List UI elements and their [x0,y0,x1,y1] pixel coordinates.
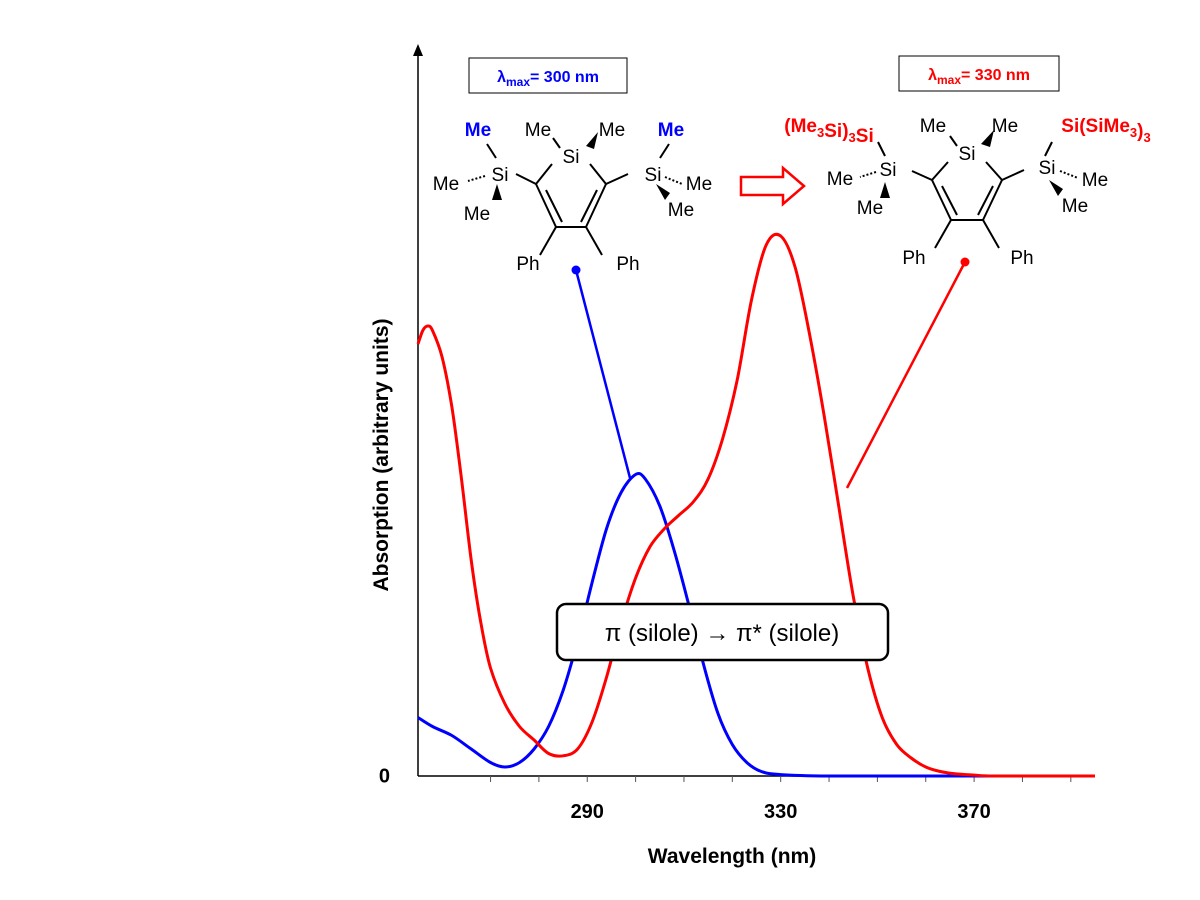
lambda-box-red: λmax= 330 nm [898,55,1060,92]
svg-text:Me: Me [464,204,490,225]
blue-leader [571,265,632,479]
svg-text:Me: Me [599,120,625,141]
svg-text:Ph: Ph [1010,248,1033,269]
svg-text:Si(SiMe3)3: Si(SiMe3)3 [1061,116,1150,145]
svg-text:Me: Me [686,174,712,195]
svg-text:Me: Me [465,120,491,141]
y-tick-label-zero: 0 [379,765,390,787]
svg-text:Me: Me [1082,170,1108,191]
svg-text:Me: Me [433,174,459,195]
svg-text:Me: Me [658,120,684,141]
svg-text:Ph: Ph [516,254,539,275]
svg-text:Me: Me [525,120,551,141]
series-layer [416,232,1096,778]
red-leader [845,257,970,489]
red-molecule-labels: Si Me Me Si Si (Me3Si)3Si Si(SiMe3)3 Me … [784,116,1150,269]
transition-arrow [739,165,806,207]
svg-text:Si: Si [492,165,509,186]
series-line-blue [417,472,1095,778]
transition-annotation: π (silole) → π* (silole) [555,602,890,662]
svg-text:Si: Si [1039,158,1056,179]
x-axis-label: Wavelength (nm) [648,845,816,868]
x-tick-label: 370 [957,801,990,823]
blue-molecule-labels: Si Me Me Si Si Me Me Me Me Me Me Ph Ph [433,120,712,275]
svg-text:λmax= 300 nm: λmax= 300 nm [497,69,599,89]
svg-text:Me: Me [668,200,694,221]
x-axis-tick-labels: 290 330 370 [571,801,991,823]
blue-molecule-structure [467,132,683,256]
svg-text:Me: Me [857,198,883,219]
svg-text:Si: Si [880,160,897,181]
svg-text:Si: Si [645,165,662,186]
svg-text:Si: Si [959,144,976,165]
svg-text:λmax= 330 nm: λmax= 330 nm [928,67,1030,87]
red-molecule-structure [859,130,1079,249]
x-tick-label: 290 [571,801,604,823]
svg-text:Ph: Ph [616,254,639,275]
svg-text:π (silole) → π* (silole): π (silole) → π* (silole) [605,620,839,647]
series-line-red [416,232,1096,778]
svg-text:Me: Me [992,116,1018,137]
svg-text:Me: Me [1062,196,1088,217]
svg-text:Ph: Ph [902,248,925,269]
svg-text:Si: Si [563,147,580,168]
y-axis-arrowhead [413,44,423,56]
svg-text:(Me3Si)3Si: (Me3Si)3Si [784,116,873,147]
y-axis-label: Absorption (arbitrary units) [370,318,393,591]
lambda-box-blue: λmax= 300 nm [468,57,628,94]
x-tick-label: 330 [764,801,797,823]
svg-text:Me: Me [827,169,853,190]
svg-text:Me: Me [920,116,946,137]
